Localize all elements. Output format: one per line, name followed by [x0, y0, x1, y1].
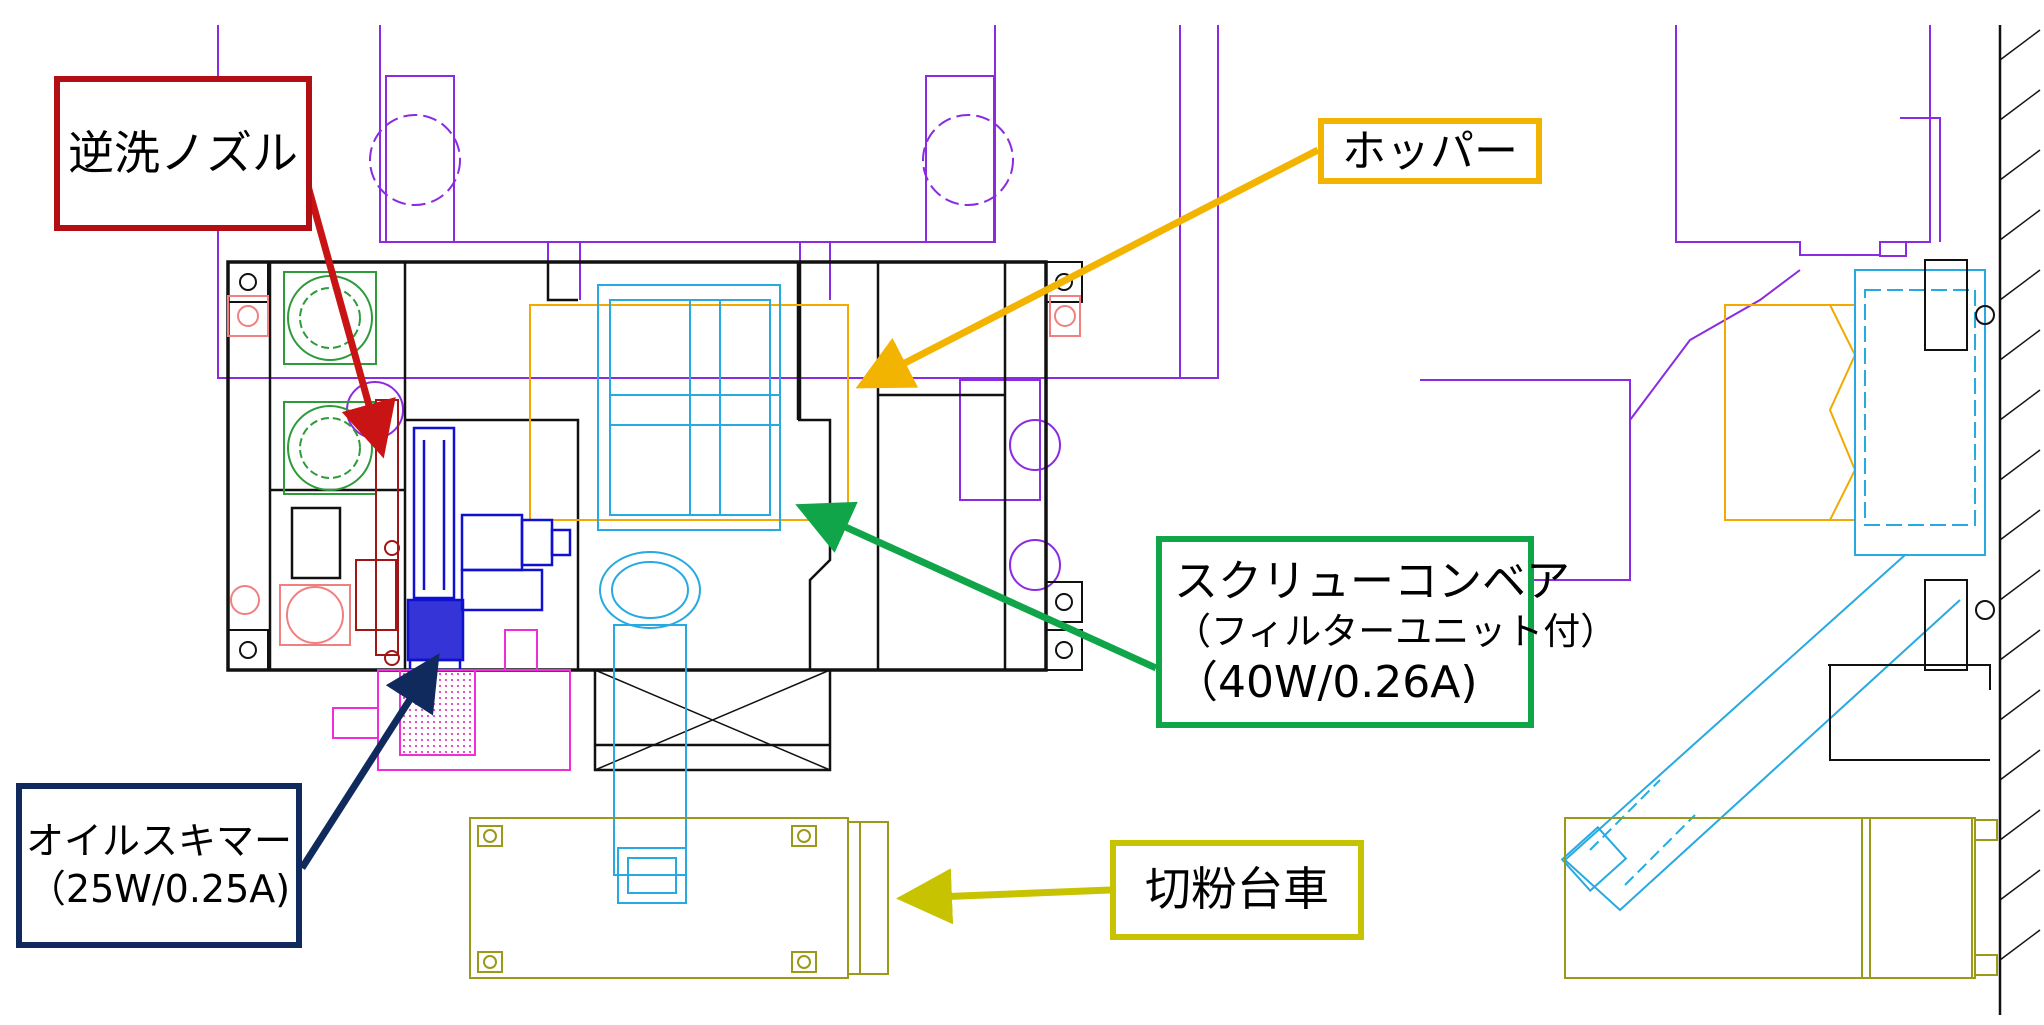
skimmer-arrow [299, 653, 440, 870]
oil-skimmer-label: オイルスキマー [25, 819, 292, 863]
screw-arrow [795, 501, 1158, 672]
oil-skimmer-callout: オイルスキマー （25W/0.25A) [16, 783, 302, 948]
chip-carts [469, 817, 1998, 979]
screw-conveyor-label: スクリューコンベア [1174, 555, 1570, 607]
wall [1998, 25, 2041, 1015]
oil-skimmer [406, 426, 572, 672]
backwash-nozzle-label: 逆洗ノズル [68, 125, 298, 180]
screw-conveyor-spec: （40W/0.26A) [1174, 657, 1478, 709]
cart-arrow [896, 868, 1111, 925]
hopper-label: ホッパー [1342, 125, 1518, 177]
hopper-arrow [855, 146, 1320, 389]
hopper-callout: ホッパー [1318, 118, 1542, 184]
aux-parts [227, 295, 1081, 646]
backwash-nozzle-callout: 逆洗ノズル [54, 76, 312, 231]
screw-conveyor [597, 269, 1986, 912]
oil-skimmer-spec: （25W/0.25A) [27, 866, 291, 911]
wall-brackets [1828, 259, 1995, 761]
chip-cart-callout: 切粉台車 [1110, 840, 1364, 940]
hopper [529, 304, 1857, 521]
screw-conveyor-sublabel: （フィルターユニット付） [1174, 609, 1618, 653]
screw-conveyor-callout: スクリューコンベア （フィルターユニット付） （40W/0.26A) [1156, 536, 1617, 728]
chip-cart-label: 切粉台車 [1145, 862, 1329, 917]
